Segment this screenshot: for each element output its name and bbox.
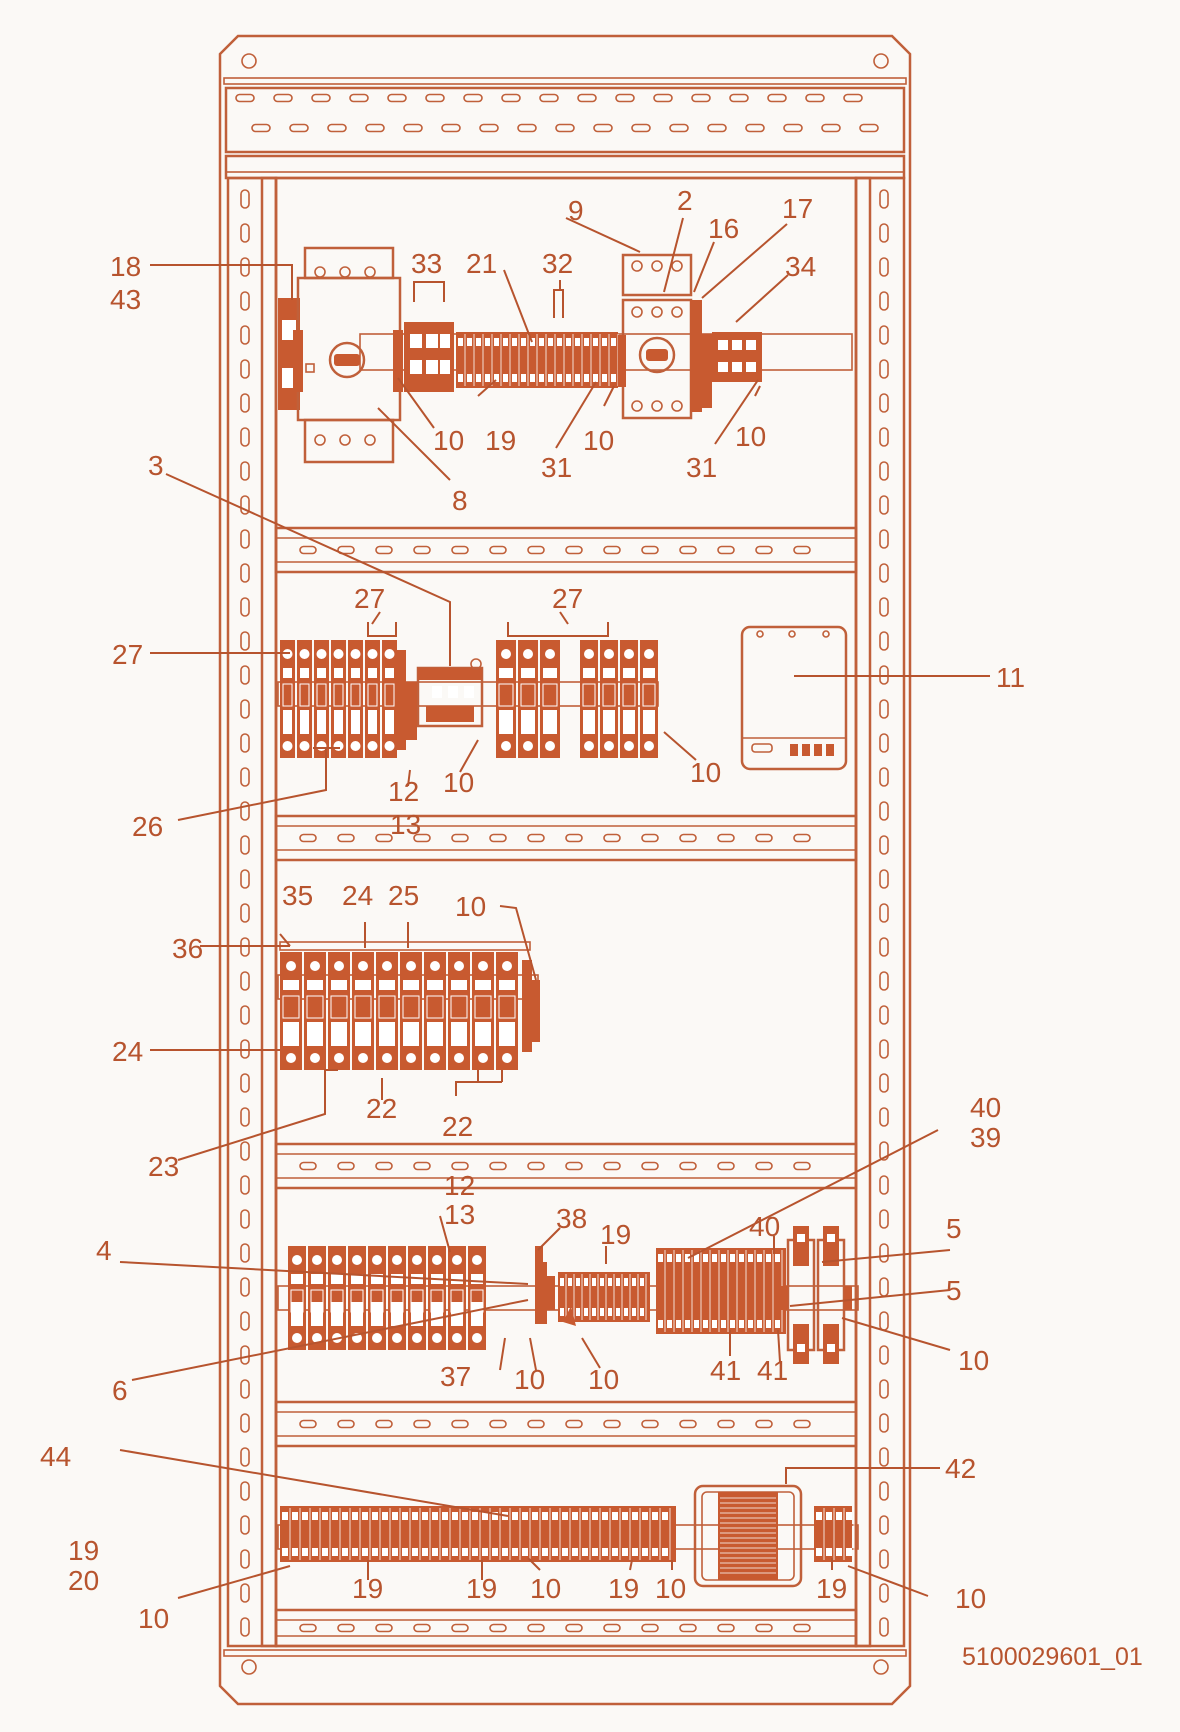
callout-10: 10 (514, 1364, 545, 1395)
row-1-components (278, 246, 853, 464)
top-mounting-rails (224, 86, 906, 180)
callout-21: 21 (466, 248, 497, 279)
transformer (693, 1484, 803, 1588)
callout-39: 39 (970, 1122, 1001, 1153)
callout-13: 13 (444, 1199, 475, 1230)
main-switch (293, 246, 403, 464)
contactor (396, 650, 484, 750)
callout-4: 4 (96, 1235, 112, 1266)
callout-10: 10 (433, 425, 464, 456)
callout-10: 10 (690, 757, 721, 788)
callout-31: 31 (541, 452, 572, 483)
callout-10: 10 (588, 1364, 619, 1395)
callout-43: 43 (110, 284, 141, 315)
callout-20: 20 (68, 1565, 99, 1596)
callout-27: 27 (112, 639, 143, 670)
callout-10: 10 (955, 1583, 986, 1614)
callout-5: 5 (946, 1275, 962, 1306)
callout-10: 10 (455, 891, 486, 922)
callout-10: 10 (530, 1573, 561, 1604)
callout-22: 22 (442, 1111, 473, 1142)
callout-40: 40 (749, 1211, 780, 1242)
callout-10: 10 (138, 1603, 169, 1634)
callout-34: 34 (785, 251, 816, 282)
row-3-components (277, 941, 540, 1070)
cabinet-frame (218, 34, 912, 1706)
callout-26: 26 (132, 811, 163, 842)
left-upright (226, 176, 278, 1648)
callout-19: 19 (352, 1573, 383, 1604)
callout-2: 2 (677, 185, 693, 216)
callout-32: 32 (542, 248, 573, 279)
callout-27: 27 (552, 583, 583, 614)
right-upright (854, 176, 906, 1648)
callout-38: 38 (556, 1203, 587, 1234)
callout-6: 6 (112, 1375, 128, 1406)
callout-23: 23 (148, 1151, 179, 1182)
callout-3: 3 (148, 450, 164, 481)
cross-rails (274, 526, 858, 1648)
callout-24: 24 (112, 1036, 143, 1067)
row-4-components (277, 1226, 859, 1364)
callout-10: 10 (958, 1345, 989, 1376)
callout-5: 5 (946, 1213, 962, 1244)
callout-17: 17 (782, 193, 813, 224)
document-id: 5100029601_01 (962, 1643, 1143, 1671)
callout-19: 19 (485, 425, 516, 456)
callout-16: 16 (708, 213, 739, 244)
callout-35: 35 (282, 880, 313, 911)
callout-19: 19 (466, 1573, 497, 1604)
callout-37: 37 (440, 1361, 471, 1392)
callout-19: 19 (68, 1535, 99, 1566)
callout-11: 11 (996, 662, 1025, 693)
callout-10: 10 (655, 1573, 686, 1604)
callout-31: 31 (686, 452, 717, 483)
leader-lines (119, 217, 990, 1599)
callout-27: 27 (354, 583, 385, 614)
callout-40: 40 (970, 1092, 1001, 1123)
control-box (740, 625, 848, 771)
row-2-components (277, 625, 848, 771)
callout-41: 41 (757, 1355, 788, 1386)
callout-22: 22 (366, 1093, 397, 1124)
callout-33: 33 (411, 248, 442, 279)
callout-10: 10 (735, 421, 766, 452)
callout-36: 36 (172, 933, 203, 964)
callout-10: 10 (583, 425, 614, 456)
callout-25: 25 (388, 880, 419, 911)
callout-18: 18 (110, 251, 141, 282)
callout-19: 19 (608, 1573, 639, 1604)
callout-42: 42 (945, 1453, 976, 1484)
callout-8: 8 (452, 485, 468, 516)
callout-41: 41 (710, 1355, 741, 1386)
callout-24: 24 (342, 880, 373, 911)
row-5-components (277, 1484, 859, 1588)
callout-13: 13 (390, 809, 421, 840)
relay-pair (780, 1226, 852, 1364)
callout-19: 19 (816, 1573, 847, 1604)
callout-12: 12 (388, 776, 419, 807)
motor-protection-switch (618, 253, 693, 420)
callout-10: 10 (443, 767, 474, 798)
callout-44: 44 (40, 1441, 71, 1472)
callout-12: 12 (444, 1170, 475, 1201)
callout-19: 19 (600, 1219, 631, 1250)
callout-labels: 18 43 33 21 32 9 2 16 17 34 10 19 31 10 … (40, 185, 1143, 1671)
callout-9: 9 (568, 195, 584, 226)
